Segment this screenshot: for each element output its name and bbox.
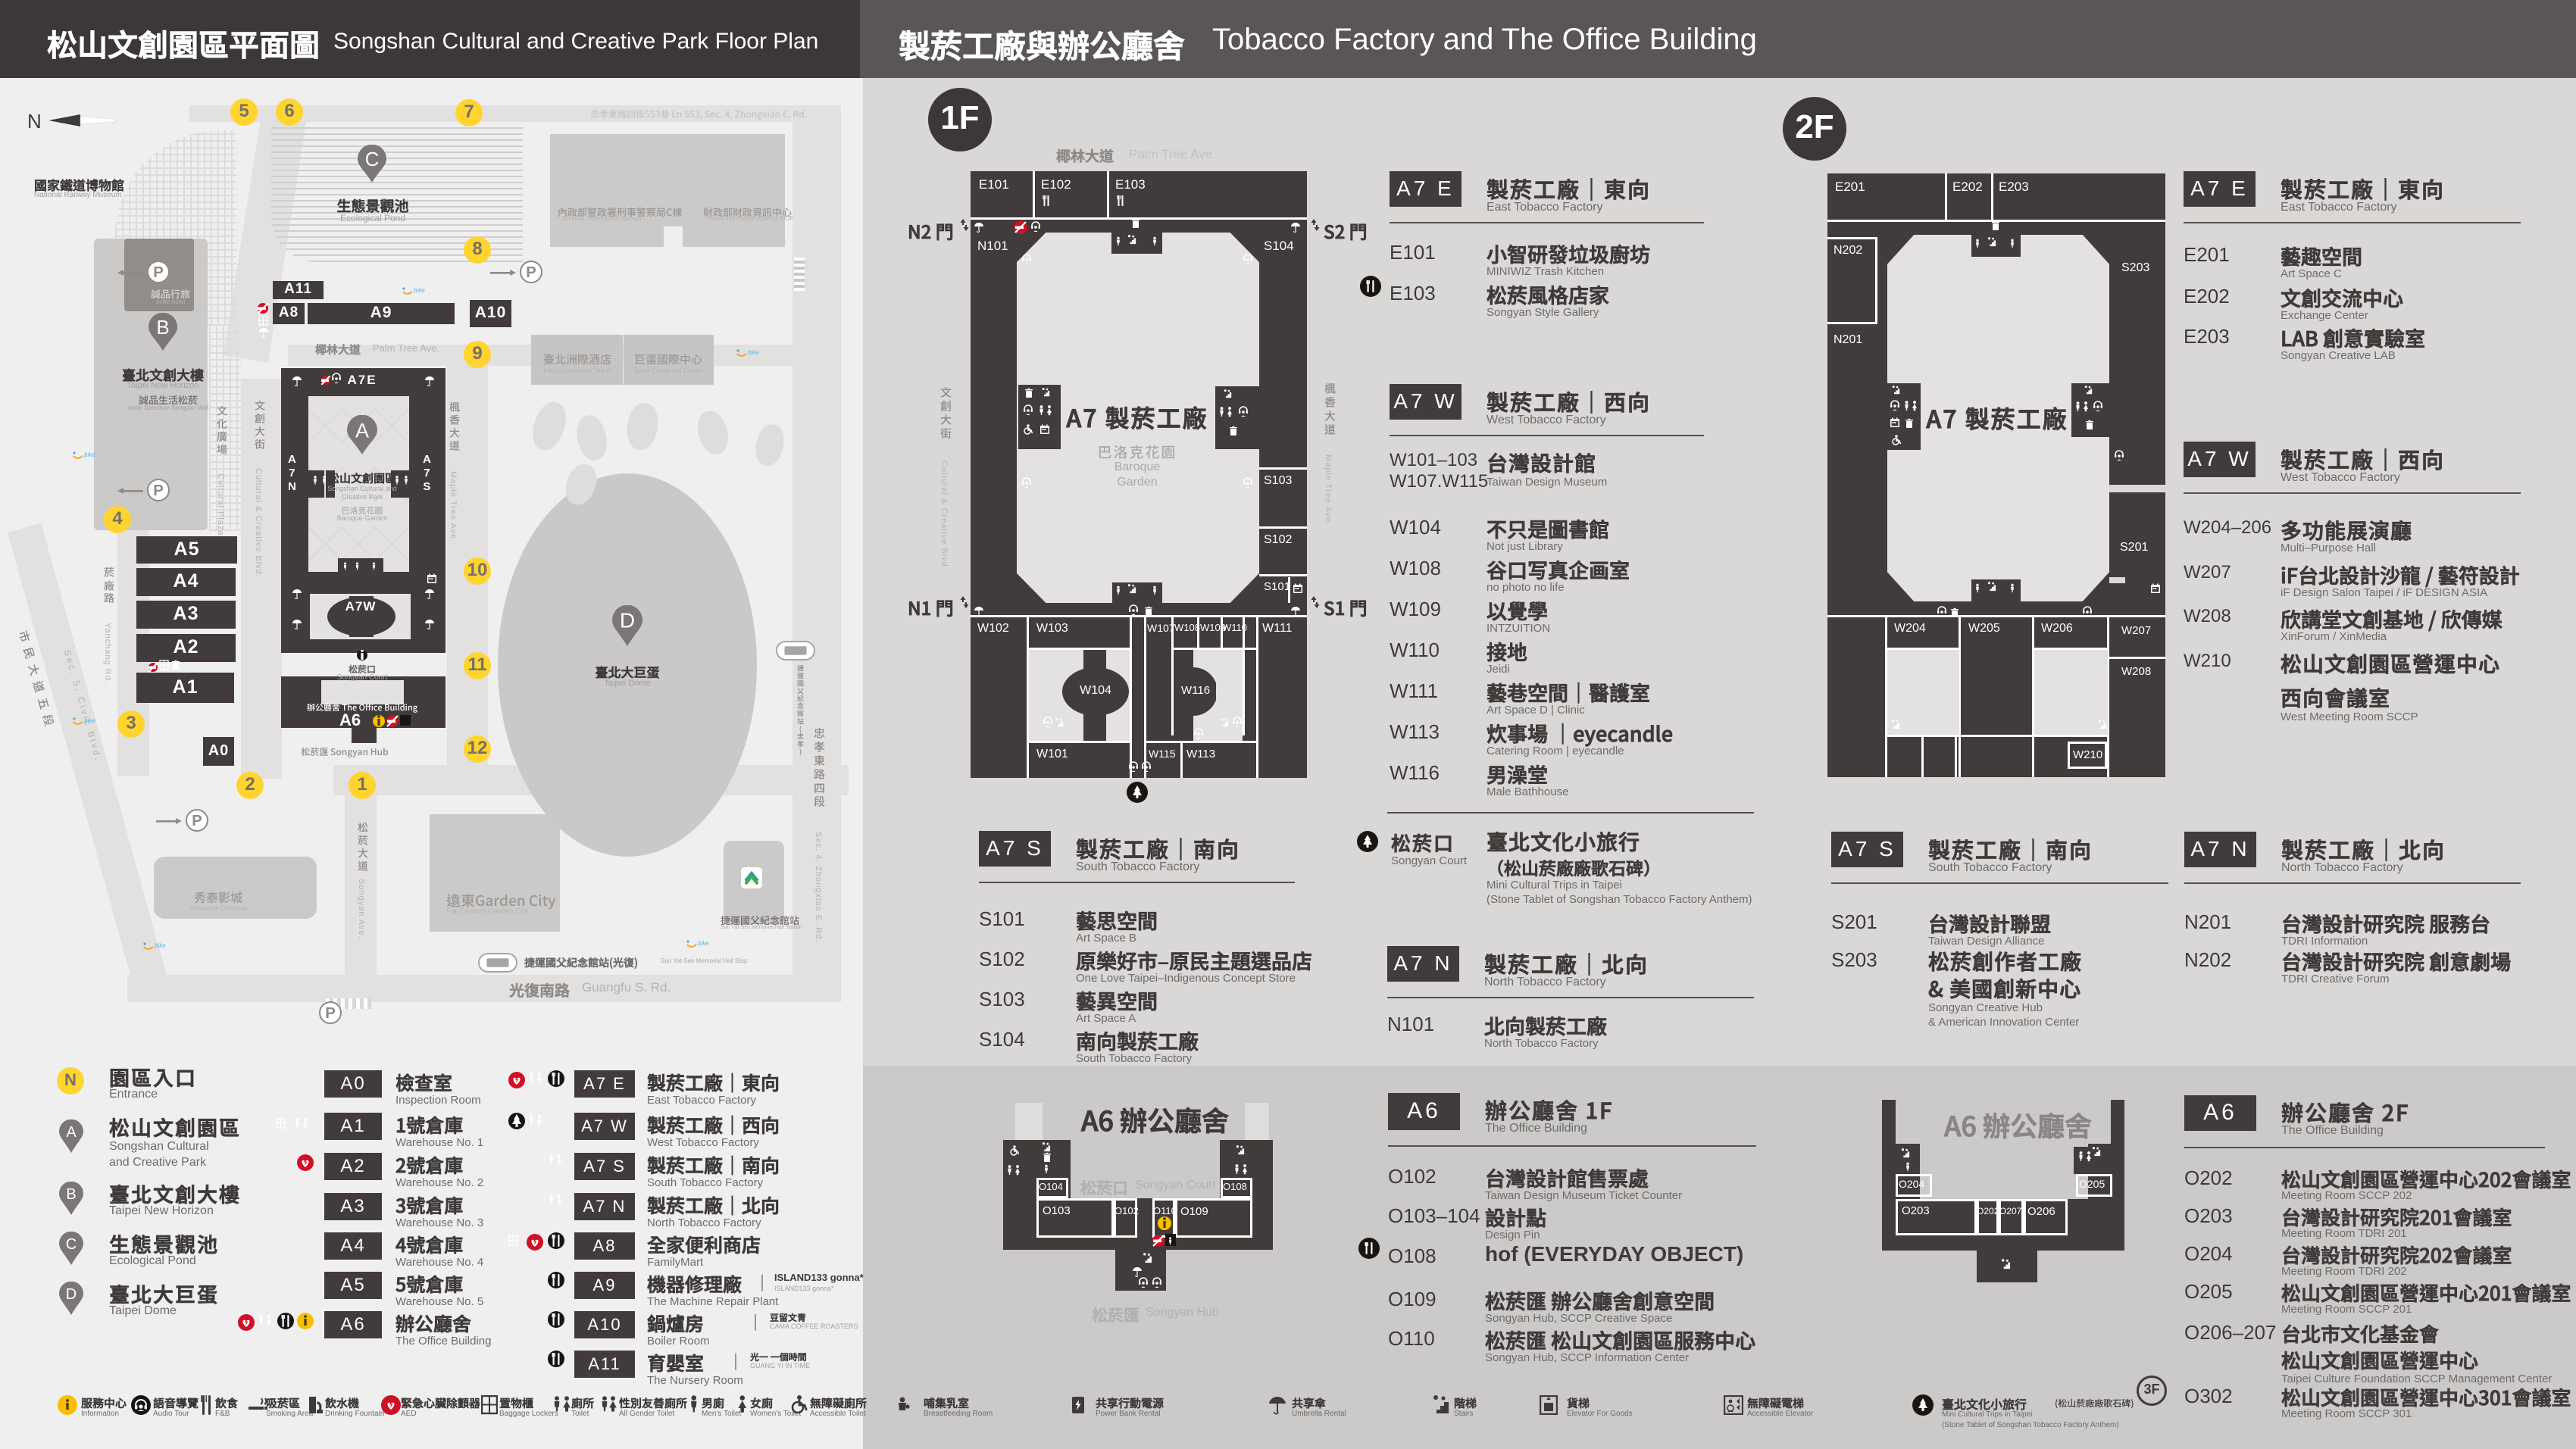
svg-text:bike: bike: [698, 940, 709, 947]
svg-text:P: P: [526, 264, 536, 281]
svg-text:bike: bike: [414, 287, 425, 294]
svg-text:D: D: [66, 1286, 77, 1303]
svg-text:bike: bike: [84, 451, 95, 458]
svg-text:bike: bike: [155, 942, 166, 949]
svg-text:A: A: [66, 1124, 77, 1141]
svg-text:P: P: [192, 813, 202, 829]
svg-text:A: A: [355, 419, 369, 442]
svg-text:bike: bike: [748, 349, 759, 356]
svg-text:bike: bike: [84, 717, 95, 724]
svg-text:C: C: [365, 148, 380, 170]
svg-text:B: B: [66, 1186, 76, 1203]
svg-text:P: P: [153, 482, 164, 499]
svg-text:P: P: [325, 1005, 336, 1022]
svg-text:D: D: [620, 609, 635, 632]
svg-text:C: C: [66, 1236, 77, 1253]
svg-text:P: P: [153, 264, 164, 281]
svg-text:B: B: [156, 316, 169, 339]
